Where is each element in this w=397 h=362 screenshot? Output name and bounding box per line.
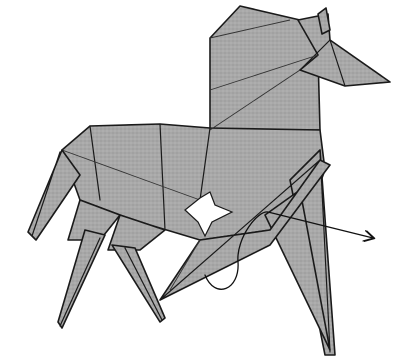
horse-hind-leg-back [58, 200, 120, 328]
horse-hind-leg-front [108, 215, 165, 322]
